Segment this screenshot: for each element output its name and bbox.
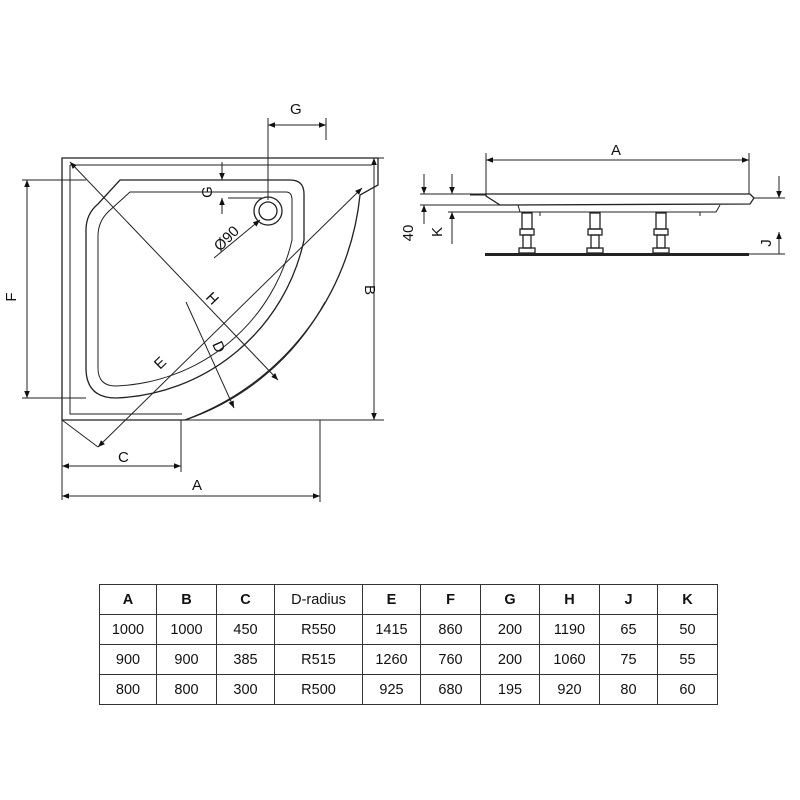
table-cell: 55 xyxy=(657,644,718,675)
table-cell: R550 xyxy=(274,614,363,645)
tray-profile xyxy=(485,193,755,206)
table-cell: 200 xyxy=(480,614,540,645)
label-f: F xyxy=(3,292,20,301)
dimensions-table: A B C D-radius E F G H J K 1000 1000 450… xyxy=(99,584,718,705)
header-f: F xyxy=(420,584,481,615)
table-cell: 1000 xyxy=(99,614,157,645)
plan-view xyxy=(22,118,384,502)
table-cell: 1260 xyxy=(362,644,421,675)
table-cell: 300 xyxy=(216,674,275,705)
leg-right xyxy=(652,212,670,254)
inner-basin-floor xyxy=(97,191,293,387)
table-cell: 385 xyxy=(216,644,275,675)
table-cell: 760 xyxy=(420,644,481,675)
label-c: C xyxy=(118,449,129,466)
header-e: E xyxy=(362,584,421,615)
floor-line xyxy=(485,253,749,256)
header-g: G xyxy=(480,584,540,615)
table-cell: 200 xyxy=(480,644,540,675)
label-a: A xyxy=(192,477,202,494)
table-cell: 680 xyxy=(420,674,481,705)
table-cell: R500 xyxy=(274,674,363,705)
table-row: 1000 1000 450 R550 1415 860 200 1190 65 … xyxy=(99,614,718,645)
label-h: H xyxy=(202,289,222,309)
label-e: E xyxy=(151,354,170,373)
table-cell: R515 xyxy=(274,644,363,675)
drain-outer xyxy=(253,196,283,226)
tray-rim xyxy=(69,164,372,415)
header-c: C xyxy=(216,584,275,615)
table-cell: 920 xyxy=(539,674,600,705)
side-label-j: J xyxy=(758,239,775,247)
table-cell: 195 xyxy=(480,674,540,705)
table-cell: 1000 xyxy=(156,614,217,645)
header-h: H xyxy=(539,584,600,615)
table-cell: 60 xyxy=(657,674,718,705)
table-cell: 50 xyxy=(657,614,718,645)
table-cell: 900 xyxy=(99,644,157,675)
table-cell: 860 xyxy=(420,614,481,645)
header-j: J xyxy=(599,584,658,615)
side-label-height: 40 xyxy=(400,225,417,242)
table-cell: 80 xyxy=(599,674,658,705)
under-frame xyxy=(517,204,721,213)
side-view xyxy=(420,153,785,256)
table-cell: 900 xyxy=(156,644,217,675)
label-drain: Ø90 xyxy=(211,223,243,255)
table-row: 900 900 385 R515 1260 760 200 1060 75 55 xyxy=(99,644,718,675)
table-cell: 75 xyxy=(599,644,658,675)
table-cell: 1190 xyxy=(539,614,600,645)
header-k: K xyxy=(657,584,718,615)
side-label-a: A xyxy=(611,142,621,159)
table-cell: 800 xyxy=(156,674,217,705)
leg-left xyxy=(518,212,536,254)
table-cell: 925 xyxy=(362,674,421,705)
drain-inner xyxy=(258,201,278,221)
leg-middle xyxy=(586,212,604,254)
table-cell: 800 xyxy=(99,674,157,705)
table-cell: 450 xyxy=(216,614,275,645)
header-b: B xyxy=(156,584,217,615)
table-cell: 1415 xyxy=(362,614,421,645)
label-g-side: G xyxy=(199,186,216,198)
quadrant-arc xyxy=(184,301,326,421)
table-header-row: A B C D-radius E F G H J K xyxy=(99,584,718,615)
table-cell: 1060 xyxy=(539,644,600,675)
label-b: B xyxy=(361,285,378,295)
tray-outline xyxy=(61,157,379,421)
table-row: 800 800 300 R500 925 680 195 920 80 60 xyxy=(99,674,718,705)
label-g-top: G xyxy=(290,101,302,118)
header-d-radius: D-radius xyxy=(274,584,363,615)
header-a: A xyxy=(99,584,157,615)
technical-drawing: G G Ø90 H E D F B C A xyxy=(3,101,785,502)
label-d: D xyxy=(208,339,228,356)
side-label-k: K xyxy=(429,227,446,237)
table-cell: 65 xyxy=(599,614,658,645)
